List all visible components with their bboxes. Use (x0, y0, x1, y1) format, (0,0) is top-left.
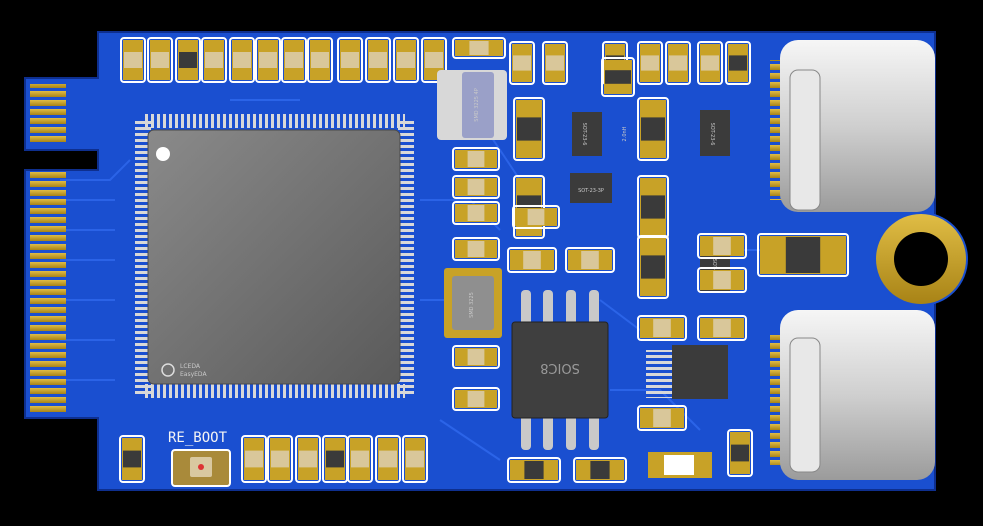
mounting-hole (874, 212, 968, 306)
smd-passive (402, 435, 428, 483)
smd-passive (229, 37, 255, 83)
smd-passive (601, 57, 635, 97)
smd-passive (512, 205, 560, 229)
smd-passive (507, 247, 557, 273)
smd-passive (393, 37, 419, 83)
smd-passive (241, 435, 267, 483)
smd-passive (452, 237, 500, 261)
smd-passive (255, 37, 281, 83)
smd-passive (509, 41, 535, 85)
smd-passive (281, 37, 307, 83)
usb-c-connector-bottom (770, 310, 935, 480)
smd-passive (697, 41, 723, 85)
smd-passive (565, 247, 615, 273)
smd-passive (697, 267, 747, 293)
smd-passive (452, 387, 500, 411)
smd-passive (452, 147, 500, 171)
top-passive-row (120, 37, 506, 83)
smd-passive (452, 201, 500, 225)
smd-passive (452, 37, 506, 59)
smd-passive (542, 41, 568, 85)
smd-passive (120, 37, 146, 83)
smd-passive (201, 37, 227, 83)
smd-passive (637, 97, 669, 161)
soic8-label: SOIC8 (540, 360, 580, 375)
smd-passive (725, 41, 751, 85)
smd-passive (452, 345, 500, 369)
passive-components (119, 41, 849, 483)
msop-chip (646, 345, 728, 399)
qfp-microcontroller: LCEDA EasyEDA (135, 114, 414, 398)
smd-passive (637, 405, 687, 431)
smd-passive (119, 435, 145, 483)
smd-passive (637, 315, 687, 341)
crystal-mid: SMD 3225 (444, 268, 502, 338)
smd-passive (375, 435, 401, 483)
smd-passive (697, 315, 747, 341)
smd-passive (267, 435, 293, 483)
smd-passive (665, 41, 691, 85)
smd-passive (322, 435, 348, 483)
sot-c-label: SOT-23-3P (578, 188, 604, 194)
smd-passive (365, 37, 391, 83)
smd-passive (147, 37, 173, 83)
smd-passive (637, 175, 669, 239)
reboot-silkscreen-label: RE_BOOT (168, 430, 228, 446)
smd-passive (452, 175, 500, 199)
smd-passive (727, 429, 753, 477)
crystal-top-label: SMD 3225 4P (474, 88, 480, 121)
eda-logo-line1: LCEDA (180, 363, 201, 370)
smd-passive (637, 41, 663, 85)
soic8-chip: SOIC8 (511, 290, 609, 450)
eda-logo-line2: EasyEDA (180, 371, 207, 378)
reboot-button (171, 449, 231, 487)
smd-passive (337, 37, 363, 83)
smd-passive (757, 233, 849, 277)
smd-passive (347, 435, 373, 483)
smd-passive (421, 37, 447, 83)
smd-passive (573, 457, 627, 483)
smd-passive (175, 37, 201, 83)
m2-edge-connector (30, 84, 66, 412)
smd-passive (513, 97, 545, 161)
smd-passive (507, 457, 561, 483)
crystal-top: SMD 3225 4P (437, 70, 507, 140)
sot-b-label: SOT-23-6 (709, 123, 715, 146)
smd-passive (295, 435, 321, 483)
inductor-label: 2.0nH (622, 126, 628, 141)
sot-a-label: SOT-23-6 (581, 123, 587, 146)
smd-passive (697, 233, 747, 259)
usb-c-connector-top (770, 40, 935, 212)
crystal-mid-label: SMD 3225 (469, 292, 475, 318)
smd-passive (307, 37, 333, 83)
status-led (648, 452, 712, 478)
smd-passive (637, 235, 669, 299)
